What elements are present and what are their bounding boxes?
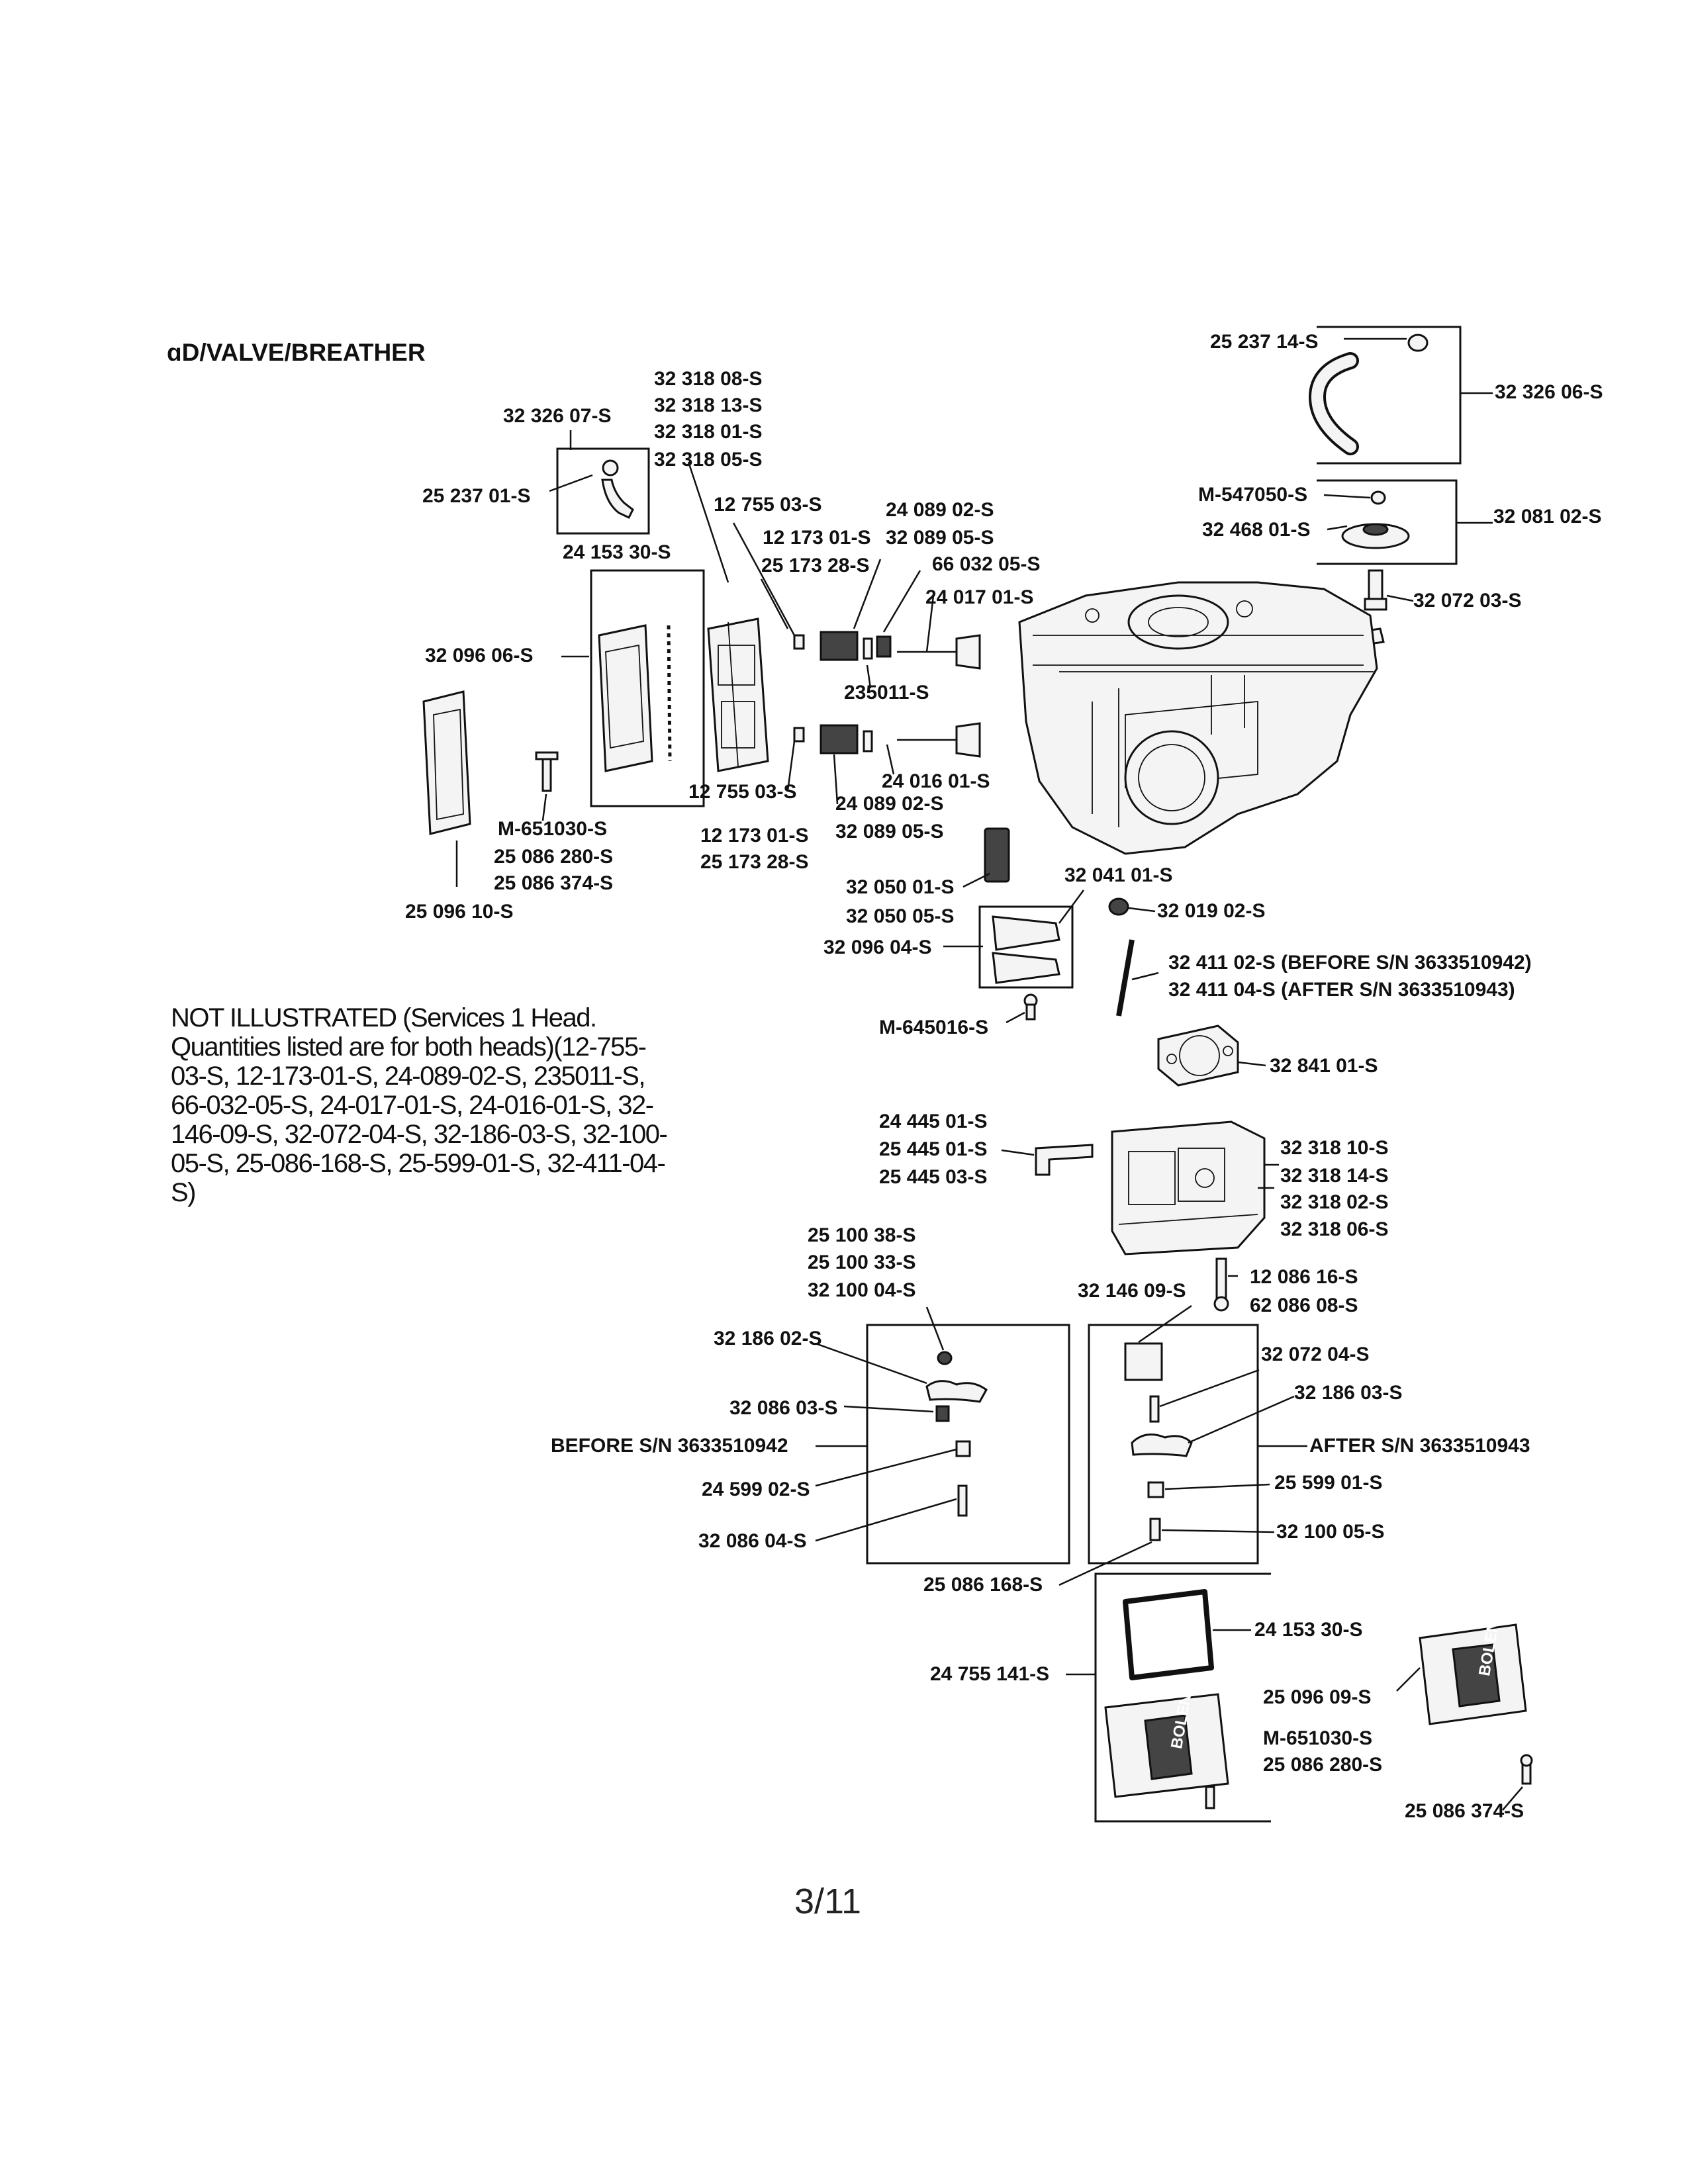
part-label: 12 755 03-S	[688, 781, 797, 803]
not-illustrated-note: NOT ILLUSTRATED (Services 1 Head. Quanti…	[171, 1003, 668, 1207]
part-label: 32 050 05-S	[846, 905, 955, 927]
part-label: 32 186 02-S	[714, 1328, 822, 1349]
part-label: 32 841 01-S	[1270, 1055, 1378, 1077]
breather-tube-icon	[601, 459, 634, 519]
part-label: 32 086 03-S	[729, 1397, 838, 1419]
valve-cover-kit-box	[1094, 1572, 1271, 1823]
part-label: AFTER S/N 3633510943	[1309, 1435, 1530, 1457]
part-label: 24 153 30-S	[1254, 1619, 1363, 1641]
part-label: 25 100 38-S	[808, 1224, 916, 1246]
rocker-after-icon	[1124, 1342, 1193, 1541]
part-label: 25 237 01-S	[422, 485, 531, 507]
breather-hose-box	[1317, 326, 1462, 465]
part-label: 32 186 03-S	[1294, 1382, 1403, 1404]
part-label: BEFORE S/N 3633510942	[551, 1435, 788, 1457]
breather-valve-box	[1317, 479, 1458, 565]
part-label: 25 445 01-S	[879, 1138, 988, 1160]
part-label: 32 411 04-S (AFTER S/N 3633510943)	[1168, 979, 1515, 1001]
part-label: 25 086 374-S	[1405, 1800, 1524, 1822]
part-label: 32 146 09-S	[1078, 1280, 1186, 1302]
part-label: 25 086 280-S	[494, 846, 614, 868]
rocker-after-sn-box	[1088, 1324, 1259, 1565]
part-label: 66 032 05-S	[932, 553, 1041, 575]
part-label: 32 318 14-S	[1280, 1165, 1389, 1187]
diagram-title: ɑD/VALVE/BREATHER	[167, 339, 426, 366]
rocker-before-sn-box	[866, 1324, 1070, 1565]
part-label: 25 445 03-S	[879, 1166, 988, 1188]
part-label: 25 237 14-S	[1210, 331, 1319, 353]
part-label: 32 096 06-S	[425, 645, 534, 666]
part-label: 32 318 08-S	[654, 368, 763, 390]
part-label: 12 755 03-S	[714, 494, 822, 516]
part-label: 62 086 08-S	[1250, 1295, 1358, 1316]
part-label: 25 173 28-S	[700, 851, 809, 873]
breather-valve-icon	[1341, 490, 1410, 647]
rocker-before-icon	[925, 1351, 988, 1517]
part-label: 25 086 168-S	[923, 1574, 1043, 1596]
part-label: 32 100 05-S	[1276, 1521, 1385, 1543]
page-number: 3/11	[794, 1882, 862, 1921]
part-label: 32 100 04-S	[808, 1279, 916, 1301]
part-label: 24 153 30-S	[563, 541, 671, 563]
breather-tube-box	[556, 447, 650, 535]
part-label: 32 089 05-S	[835, 821, 944, 842]
part-label: 32 318 02-S	[1280, 1191, 1389, 1213]
part-label: 32 318 05-S	[654, 449, 763, 471]
part-label: 32 326 06-S	[1495, 381, 1603, 403]
leader-lines	[455, 338, 1523, 1811]
valve-cover-left-icon	[422, 624, 672, 835]
part-label: 24 445 01-S	[879, 1111, 988, 1132]
pushrod-guide-plate-icon	[984, 827, 1135, 1021]
engine-block-icon	[1018, 581, 1378, 855]
part-label: 24 089 02-S	[886, 499, 994, 521]
part-label: M-651030-S	[1263, 1727, 1373, 1749]
breather-hose-icon	[1308, 334, 1429, 455]
cylinder-head-icon	[707, 617, 769, 772]
cylinder-head-lower-icon	[1035, 1120, 1266, 1312]
part-label: 25 096 10-S	[405, 901, 514, 923]
part-label: 32 081 02-S	[1493, 506, 1602, 527]
part-label: 25 096 09-S	[1263, 1686, 1372, 1708]
part-label: 32 318 01-S	[654, 421, 763, 443]
part-label: 24 755 141-S	[930, 1663, 1050, 1685]
part-label: 32 019 02-S	[1157, 900, 1266, 922]
part-label: 24 599 02-S	[702, 1479, 810, 1500]
part-label: 12 173 01-S	[763, 527, 871, 549]
part-label: 12 173 01-S	[700, 825, 809, 846]
part-label: 24 016 01-S	[882, 770, 990, 792]
part-label: 32 318 13-S	[654, 394, 763, 416]
head-gasket-icon	[1157, 1024, 1239, 1087]
valve-train-icon	[793, 631, 981, 758]
part-label: 32 411 02-S (BEFORE S/N 3633510942)	[1168, 952, 1532, 974]
part-label: 24 089 02-S	[835, 793, 944, 815]
part-label: 25 086 374-S	[494, 872, 614, 894]
part-label: 32 072 04-S	[1261, 1343, 1370, 1365]
part-label: 32 096 04-S	[823, 936, 932, 958]
part-label: 25 173 28-S	[761, 555, 870, 576]
part-label: 32 086 04-S	[698, 1530, 807, 1552]
part-label: 25 100 33-S	[808, 1251, 916, 1273]
part-label: 235011-S	[844, 682, 929, 704]
part-label: 32 089 05-S	[886, 527, 994, 549]
part-label: M-547050-S	[1198, 484, 1308, 506]
part-label: 32 318 10-S	[1280, 1137, 1389, 1159]
part-label: 32 318 06-S	[1280, 1218, 1389, 1240]
part-label: 32 050 01-S	[846, 876, 955, 898]
part-label: 25 599 01-S	[1274, 1472, 1383, 1494]
part-label: 24 017 01-S	[925, 586, 1034, 608]
part-label: 32 041 01-S	[1064, 864, 1173, 886]
part-label: 32 072 03-S	[1413, 590, 1522, 612]
valve-cover-gasket-box	[590, 569, 705, 807]
part-label: 12 086 16-S	[1250, 1266, 1358, 1288]
part-label: 25 086 280-S	[1263, 1754, 1383, 1776]
part-label: M-651030-S	[498, 818, 608, 840]
part-label: M-645016-S	[879, 1017, 989, 1038]
part-label: 32 326 07-S	[503, 405, 612, 427]
part-label: 32 468 01-S	[1202, 519, 1311, 541]
